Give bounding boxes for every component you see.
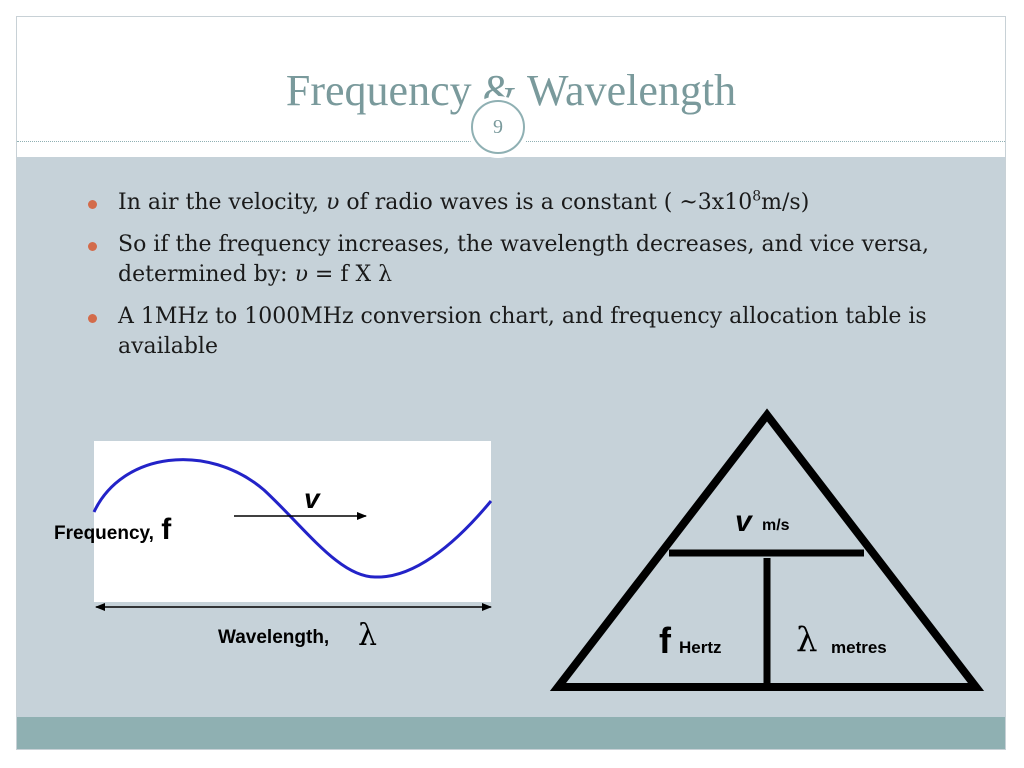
bullet-text: m/s) [761,190,810,215]
bullet-velocity: In air the velocity, υ of radio waves is… [84,188,964,218]
triangle-frequency-unit: Hertz [679,638,722,657]
velocity-symbol: υ [325,190,340,215]
wavelength-symbol: λ [358,618,377,653]
bullet-text: = f X λ [307,262,393,287]
bullet-list: In air the velocity, υ of radio waves is… [84,188,964,374]
bullet-icon [88,314,97,323]
triangle-wavelength-unit: metres [831,638,887,657]
frequency-label: Frequency, f [54,513,172,546]
bullet-text: A 1MHz to 1000MHz conversion chart, and … [118,304,927,359]
triangle-frequency-symbol: f [659,620,672,661]
bullet-text: of radio waves is a constant ( ~3x10 [339,190,753,215]
wavelength-label: Wavelength, [218,627,329,648]
content-area [17,157,1005,717]
bullet-text: So if the frequency increases, the wavel… [118,232,930,287]
formula-triangle: v m/s f Hertz λ metres [549,408,985,691]
triangle-velocity-unit: m/s [762,517,790,534]
bullet-icon [88,242,97,251]
triangle-velocity-symbol: v [735,505,754,538]
bullet-relationship: So if the frequency increases, the wavel… [84,230,964,290]
wave-panel [94,441,491,602]
bullet-conversion-chart: A 1MHz to 1000MHz conversion chart, and … [84,302,964,362]
velocity-label: v [304,483,321,514]
page-number-badge: 9 [471,100,525,154]
sine-wave [92,458,493,579]
slide-frame: Frequency & Wavelength [16,16,1006,750]
footer-bar [17,717,1005,749]
wave-diagram: v Frequency, f Wavelength, λ [54,441,493,653]
bullet-text: In air the velocity, [118,190,326,215]
velocity-symbol: υ [294,262,308,287]
exponent: 8 [752,188,762,205]
triangle-wavelength-symbol: λ [796,620,818,660]
bullet-icon [88,200,97,209]
